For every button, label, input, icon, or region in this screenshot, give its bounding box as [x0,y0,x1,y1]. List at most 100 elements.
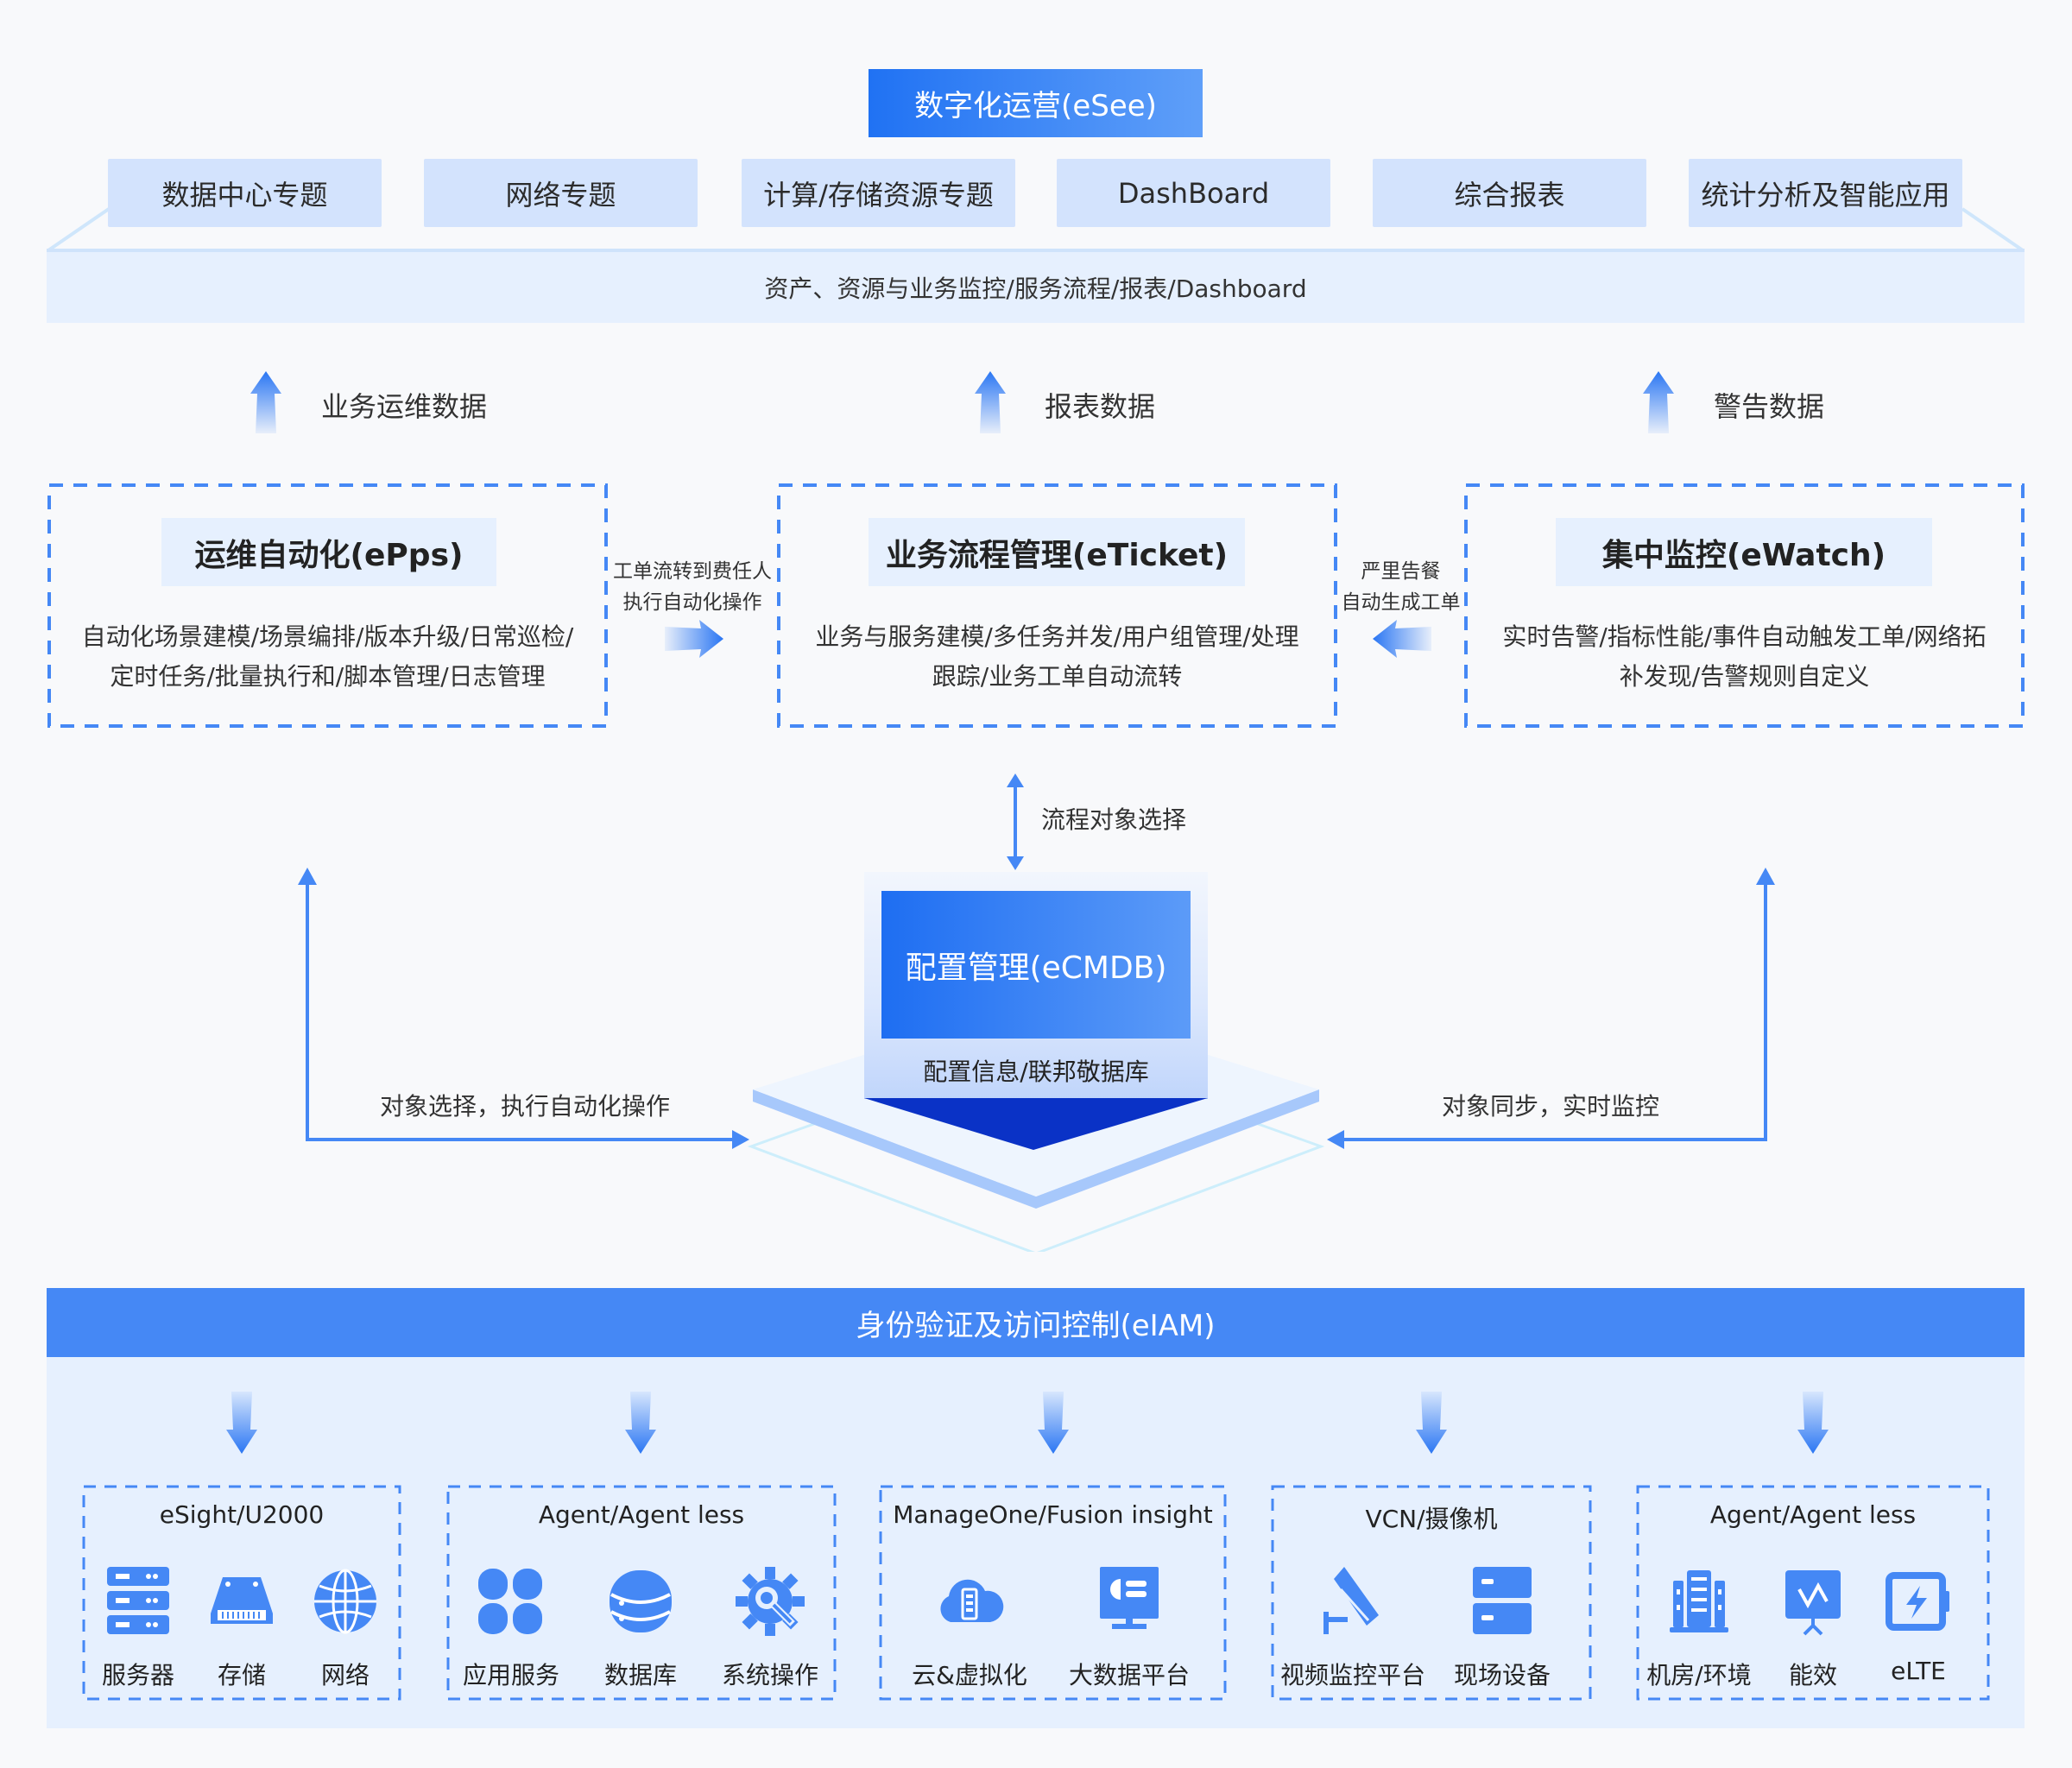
source-item-label: 云&虚拟化 [912,1661,1027,1689]
module-title: 运维自动化(ePps) [161,518,496,586]
flow-label-alarm-data: 警告数据 [1714,390,1825,423]
energy-board-icon [1785,1570,1841,1636]
source-item-label: 服务器 [101,1661,174,1689]
link-label-cmdb-to-left: 对象选择，执行自动化操作 [380,1092,671,1121]
module-epps[interactable]: 运维自动化(ePps) 自动化场景建模/场景编排/版本升级/日常巡检/定时任务/… [47,483,608,728]
module-title: 业务流程管理(eTicket) [869,518,1245,586]
source-item-label: 能效 [1788,1661,1837,1689]
up-arrow-icon [1643,371,1674,433]
module-ewatch[interactable]: 集中监控(eWatch) 实时告警/指标性能/事件自动触发工单/网络拓补发现/告… [1464,483,2025,728]
flow-label-report-data: 报表数据 [1045,390,1156,423]
link-label-mid-to-cmdb: 流程对象选择 [1041,805,1187,834]
source-item-video[interactable]: 视频监控平台 [1280,1567,1425,1691]
topic-dashboard[interactable]: DashBoard [1057,159,1330,227]
esee-title: 数字化运营(eSee) [869,69,1203,137]
right-arrow-icon [665,620,723,658]
platform-outline [47,207,2025,252]
source-group-vcn[interactable]: VCN/摄像机 视频监控平台 现场设备 [1271,1485,1592,1701]
dashed-border [47,483,608,728]
module-description: 实时告警/指标性能/事件自动触发工单/网络拓补发现/告警规则自定义 [1502,622,1987,691]
database-icon [610,1570,672,1632]
dashed-border [1271,1485,1592,1701]
apps-icon [478,1569,542,1634]
left-arrow-icon [1373,620,1431,658]
source-group-agent-env[interactable]: Agent/Agent less 机房/环境 能效 eLTE [1636,1485,1990,1701]
dashed-border [777,483,1337,728]
group-title: Agent/Agent less [1709,1500,1917,1529]
up-arrow-icon [975,371,1006,433]
connector-cmdb-to-left [298,868,749,1149]
source-item-label: 数据库 [603,1661,677,1689]
cmdb-base-wedge [864,1098,1208,1150]
module-description: 自动化场景建模/场景编排/版本升级/日常巡检/定时任务/批量执行和/脚本管理/日… [81,622,574,691]
topic-network[interactable]: 网络专题 [424,159,698,227]
gear-wrench-icon [736,1567,805,1636]
elte-battery-icon [1886,1572,1949,1631]
group-title: VCN/摄像机 [1365,1505,1498,1533]
source-item-elte[interactable]: eLTE [1871,1567,1966,1685]
source-item-energy[interactable]: 能效 [1766,1567,1860,1691]
down-arrow-icon [625,1392,656,1454]
source-item-bigdata[interactable]: 大数据平台 [1069,1567,1190,1691]
source-item-label: 系统操作 [721,1661,818,1689]
source-item-label: 视频监控平台 [1279,1661,1425,1689]
double-arrow-icon [1007,774,1024,870]
datacenter-icon [1670,1570,1728,1632]
dashed-border [1464,483,2025,728]
down-arrow-icon [1038,1392,1069,1454]
source-item-label: 现场设备 [1453,1661,1551,1689]
dashed-border [446,1485,837,1701]
source-item-label: 大数据平台 [1068,1661,1190,1689]
flow-label-ops-data: 业务运维数据 [321,390,488,423]
source-item-label: 机房/环境 [1646,1661,1752,1689]
dashed-border [82,1485,401,1701]
down-arrow-icon [1797,1392,1829,1454]
source-item-system-ops[interactable]: 系统操作 [722,1567,818,1691]
source-item-app-service[interactable]: 应用服务 [463,1567,559,1691]
module-eticket[interactable]: 业务流程管理(eTicket) 业务与服务建模/多任务并发/用户组管理/处理跟踪… [777,483,1337,728]
sources-panel [47,1357,2025,1728]
up-arrow-icon [250,371,281,433]
server-icon [107,1567,169,1634]
source-item-server[interactable]: 服务器 [91,1567,186,1691]
source-item-label: 应用服务 [462,1661,559,1689]
source-item-datacenter[interactable]: 机房/环境 [1646,1567,1752,1691]
globe-icon [314,1569,376,1634]
source-item-label: 存储 [217,1661,266,1689]
source-item-network[interactable]: 网络 [298,1567,393,1691]
topic-datacenter[interactable]: 数据中心专题 [108,159,382,227]
topic-reports[interactable]: 综合报表 [1373,159,1646,227]
topic-analytics[interactable]: 统计分析及智能应用 [1689,159,1962,227]
device-cabinet-icon [1473,1567,1532,1634]
link-label-cmdb-to-right: 对象同步，实时监控 [1442,1092,1660,1121]
camera-icon [1323,1567,1379,1634]
group-title: ManageOne/Fusion insight [893,1500,1213,1529]
storage-icon [211,1577,273,1624]
link-label-left-to-mid: 工单流转到费任人执行自动化操作 [613,560,772,614]
dashed-border [1636,1485,1990,1701]
iam-bar[interactable]: 身份验证及访问控制(eIAM) [47,1288,2025,1357]
connector-cmdb-to-right [1327,868,1775,1149]
monitoring-base-band: 资产、资源与业务监控/服务流程/报表/Dashboard [47,249,2025,323]
module-title: 集中监控(eWatch) [1556,518,1932,586]
group-title: eSight/U2000 [159,1500,325,1529]
cloud-icon [940,1579,1004,1622]
source-item-label: eLTE [1891,1657,1946,1685]
source-item-field-device[interactable]: 现场设备 [1454,1567,1551,1691]
source-group-manageone[interactable]: ManageOne/Fusion insight 云&虚拟化 大数据平台 [879,1485,1227,1701]
source-item-storage[interactable]: 存储 [194,1567,289,1691]
source-item-cloud[interactable]: 云&虚拟化 [912,1567,1027,1691]
dashed-border [879,1485,1227,1701]
bigdata-monitor-icon [1100,1567,1159,1629]
down-arrow-icon [226,1392,257,1454]
module-description: 业务与服务建模/多任务并发/用户组管理/处理跟踪/业务工单自动流转 [815,622,1299,691]
link-label-right-to-mid: 严里告餐自动生成工单 [1341,560,1461,614]
source-group-esight[interactable]: eSight/U2000 服务器 存储 网络 [82,1485,401,1701]
cmdb-subtitle: 配置信息/联邦敬据库 [923,1058,1149,1086]
topic-compute-storage[interactable]: 计算/存储资源专题 [742,159,1015,227]
down-arrow-icon [1416,1392,1447,1454]
cmdb-title[interactable]: 配置管理(eCMDB) [881,891,1191,1039]
source-item-label: 网络 [320,1661,370,1689]
source-group-agent-apps[interactable]: Agent/Agent less 应用服务 数据库 系统操作 [446,1485,837,1701]
source-item-database[interactable]: 数据库 [593,1567,688,1691]
